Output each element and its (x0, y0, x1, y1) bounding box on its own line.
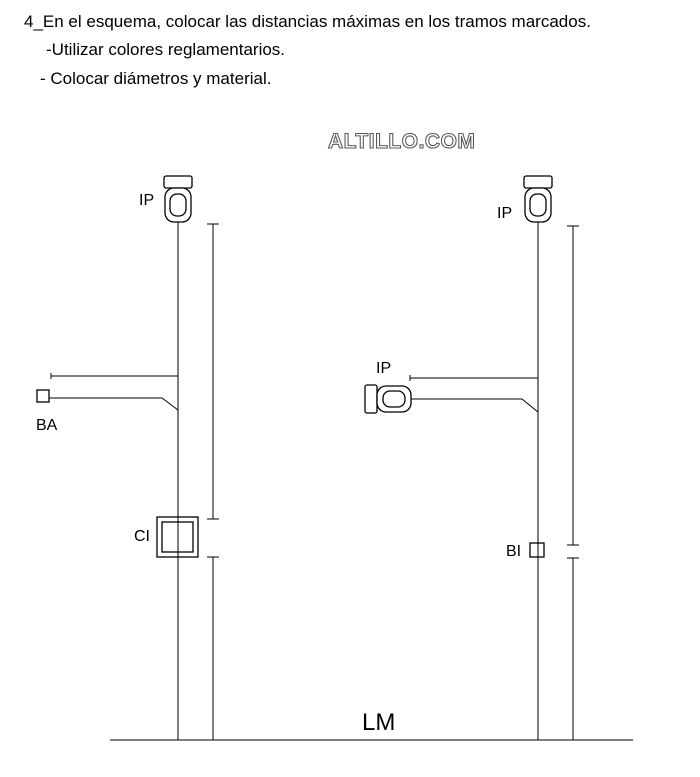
label-ip-left-top: IP (139, 192, 154, 209)
label-ci: CI (134, 528, 150, 545)
ba-fixture-icon (36, 389, 50, 403)
right-dimension-lower (567, 557, 579, 740)
watermark-text: ALTILLO.COM (328, 130, 475, 153)
instruction-line-1: 4_En el esquema, colocar las distancias … (24, 12, 591, 31)
label-ip-right-mid: IP (376, 360, 391, 377)
label-bi: BI (506, 543, 521, 560)
right-dimension-upper (567, 225, 579, 546)
instruction-line-2: -Utilizar colores reglamentarios. (46, 40, 286, 59)
left-top-fixture-icon (163, 175, 193, 223)
instruction-line-3: - Colocar diámetros y material. (40, 69, 272, 88)
left-dimension-lower (207, 556, 219, 740)
right-top-fixture-icon (523, 175, 553, 223)
label-ba: BA (36, 417, 58, 434)
bi-box-icon (529, 542, 545, 558)
label-lm: LM (362, 709, 395, 736)
label-ip-right-top: IP (497, 205, 512, 222)
left-dimension-upper (207, 223, 219, 520)
ci-box-icon (156, 516, 199, 558)
left-lower-branch (49, 397, 179, 411)
right-lower-branch (411, 398, 539, 413)
right-mid-fixture-icon (364, 384, 412, 414)
